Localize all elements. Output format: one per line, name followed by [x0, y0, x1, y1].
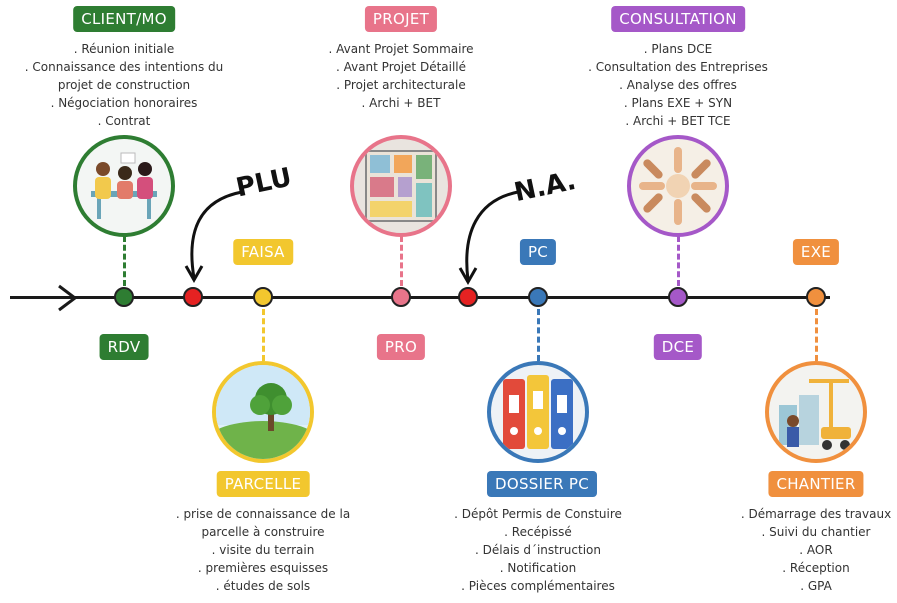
list-item: . Notification	[499, 561, 577, 575]
na-arrow	[458, 190, 519, 286]
list-item: . GPA	[800, 579, 832, 593]
list-item: . prise de connaissance de la	[175, 507, 351, 521]
list-item: . Réception	[782, 561, 850, 575]
list-item: . Recépissé	[504, 525, 572, 539]
consultation-list: . Plans DCE . Consultation des Entrepris…	[588, 40, 768, 130]
projet-connector	[400, 236, 403, 286]
na-milestone-dot	[458, 287, 478, 307]
exe-milestone-dot	[806, 287, 826, 307]
pc-milestone-dot	[528, 287, 548, 307]
client-mo-title: CLIENT/MO	[73, 6, 175, 32]
tree-landscape-icon	[212, 361, 314, 463]
parcelle-title: PARCELLE	[216, 471, 310, 497]
list-item: . études de sols	[215, 579, 311, 593]
list-item: . visite du terrain	[211, 543, 315, 557]
list-item: . Délais d´instruction	[475, 543, 601, 557]
list-item: . Réunion initiale	[73, 42, 175, 56]
list-item: . Contrat	[97, 114, 151, 128]
parcelle-list: . prise de connaissance de la parcelle à…	[176, 505, 350, 595]
list-item: . Démarrage des travaux	[740, 507, 892, 521]
dossier-connector	[537, 309, 540, 361]
list-item: . AOR	[799, 543, 833, 557]
list-item: . Analyse des offres	[619, 78, 737, 92]
projet-title: PROJET	[364, 6, 438, 32]
pc-phase-label: PC	[519, 239, 557, 265]
dossier-pc-list: . Dépôt Permis de Constuire . Recépissé …	[454, 505, 622, 595]
rdv-phase-label: RDV	[99, 334, 149, 360]
list-item: . Archi + BET	[361, 96, 441, 110]
dce-milestone-dot	[668, 287, 688, 307]
list-item: . Connaissance des intentions du	[24, 60, 224, 74]
client-connector	[123, 236, 126, 286]
list-item: . Consultation des Entreprises	[588, 60, 768, 74]
team-hands-icon	[627, 135, 729, 237]
consultation-title: CONSULTATION	[611, 6, 745, 32]
list-item: projet de construction	[57, 78, 191, 92]
binders-icon	[487, 361, 589, 463]
list-item: . Dépôt Permis de Constuire	[454, 507, 622, 521]
list-item: . Archi + BET TCE	[625, 114, 731, 128]
client-mo-list: . Réunion initiale . Connaissance des in…	[25, 40, 223, 130]
list-item: . Pièces complémentaires	[461, 579, 615, 593]
plu-milestone-dot	[183, 287, 203, 307]
chantier-connector	[815, 309, 818, 361]
pro-phase-label: PRO	[376, 334, 426, 360]
meeting-people-icon	[73, 135, 175, 237]
plu-arrow	[184, 190, 243, 284]
consultation-connector	[677, 236, 680, 286]
timeline-axis	[10, 296, 830, 299]
list-item: . Plans EXE + SYN	[623, 96, 733, 110]
construction-site-icon	[765, 361, 867, 463]
dce-phase-label: DCE	[653, 334, 703, 360]
projet-list: . Avant Projet Sommaire . Avant Projet D…	[328, 40, 473, 112]
faisa-milestone-dot	[253, 287, 273, 307]
list-item: . Avant Projet Détaillé	[335, 60, 467, 74]
list-item: . Avant Projet Sommaire	[328, 42, 474, 56]
timeline-arrow-head	[58, 284, 78, 312]
faisa-phase-label: FAISA	[233, 239, 293, 265]
chantier-list: . Démarrage des travaux . Suivi du chant…	[741, 505, 891, 595]
dossier-pc-title: DOSSIER PC	[486, 471, 598, 497]
chantier-title: CHANTIER	[768, 471, 864, 497]
exe-phase-label: EXE	[792, 239, 840, 265]
list-item: . Plans DCE	[643, 42, 713, 56]
floor-plan-icon	[350, 135, 452, 237]
rdv-milestone-dot	[114, 287, 134, 307]
parcelle-connector	[262, 309, 265, 361]
pro-milestone-dot	[391, 287, 411, 307]
list-item: . Négociation honoraires	[50, 96, 198, 110]
list-item: . premières esquisses	[197, 561, 329, 575]
list-item: parcelle à construire	[201, 525, 325, 539]
list-item: . Projet architecturale	[336, 78, 466, 92]
list-item: . Suivi du chantier	[761, 525, 871, 539]
